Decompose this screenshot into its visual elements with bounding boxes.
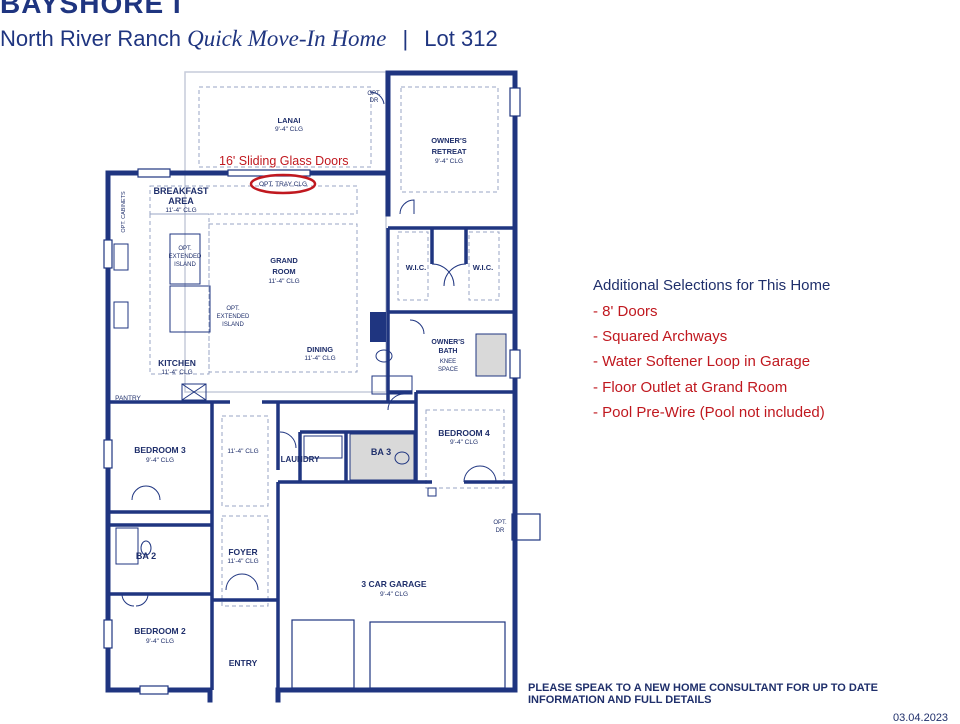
ba-3-label: BA 3 [371, 447, 391, 457]
opt-dr-right-1: OPT. [493, 520, 507, 526]
knee-space-label-1: KNEE [440, 359, 456, 365]
opt-island-2-c: ISLAND [222, 322, 244, 328]
opt-island-2-b: EXTENDED [217, 314, 250, 320]
bedroom-2-label: BEDROOM 2 [134, 626, 186, 636]
garage-ceiling: 9'-4" CLG [380, 591, 408, 598]
disclaimer-text: PLEASE SPEAK TO A NEW HOME CONSULTANT FO… [528, 682, 878, 706]
dashed-outlines [149, 86, 505, 607]
tray-ceiling-callout-ellipse [249, 173, 317, 195]
owners-retreat-label-2: RETREAT [432, 147, 467, 156]
lanai-ceiling: 9'-4" CLG [275, 126, 303, 133]
knee-space-label-2: SPACE [438, 367, 458, 373]
owners-bath-label-2: BATH [439, 348, 458, 355]
opt-island-2-a: OPT. [226, 306, 240, 312]
fixtures [113, 91, 497, 607]
selection-item: - Squared Archways [593, 328, 728, 346]
dining-label: DINING [307, 345, 333, 354]
dining-ceiling: 11'-4" CLG [304, 355, 335, 362]
subtitle-separator: | [402, 26, 409, 51]
sliding-doors-callout: 16' Sliding Glass Doors [219, 154, 349, 168]
room-labels: LANAI 9'-4" CLG OWNER'S RETREAT 9'-4" CL… [115, 116, 493, 668]
plan-notes: OPT. DR OPT. DR OPT. TRAY CLG OPT. CABIN… [121, 91, 507, 534]
grand-room-label-1: GRAND [270, 256, 298, 265]
mechanical-closet [370, 312, 386, 342]
plan-subtitle: North River Ranch Quick Move-In Home | L… [0, 26, 498, 52]
selection-item: - Pool Pre-Wire (Pool not included) [593, 403, 825, 421]
garage-doors [291, 513, 541, 689]
breakfast-ceiling: 11'-4" CLG [165, 207, 196, 214]
laundry-label: LAUNDRY [281, 455, 320, 464]
selection-item: - Water Softener Loop in Garage [593, 353, 811, 371]
plan-title: BAYSHORE I [0, 0, 182, 19]
ba-2-label: BA 2 [136, 551, 156, 561]
selection-item: - Floor Outlet at Grand Room [593, 378, 788, 396]
owners-retreat-label-1: OWNER'S [431, 136, 467, 145]
opt-island-1-a: OPT. [178, 246, 192, 252]
selections-heading: Additional Selections for This Home [593, 277, 831, 294]
breakfast-label-1: BREAKFAST [153, 186, 209, 196]
home-type: Quick Move-In Home [187, 26, 387, 51]
community-name: North River Ranch [0, 26, 181, 51]
opt-cabinets: OPT. CABINETS [121, 191, 127, 233]
bedroom-3-ceiling: 9'-4" CLG [146, 457, 174, 464]
owners-bath-label-1: OWNER'S [431, 339, 464, 346]
interior-walls [108, 226, 515, 690]
owners-retreat-ceiling: 9'-4" CLG [435, 158, 463, 165]
selections-list: - 8' Doors - Squared Archways - Water So… [593, 302, 825, 428]
footer-date: 03.04.2023 [893, 712, 949, 724]
hall-ceiling: 11'-4" CLG [227, 448, 258, 455]
wic-right-label: W.I.C. [473, 263, 493, 272]
bedroom-3-label: BEDROOM 3 [134, 445, 186, 455]
bedroom-4-ceiling: 9'-4" CLG [450, 439, 478, 446]
opt-island-1-c: ISLAND [174, 262, 196, 268]
grand-room-label-2: ROOM [272, 267, 295, 276]
opt-dr-top-1: OPT. [367, 91, 381, 97]
selection-item: - 8' Doors [593, 303, 658, 320]
pantry-label: PANTRY [115, 395, 141, 402]
foyer-label: FOYER [228, 547, 257, 557]
opt-dr-right-2: DR [496, 528, 505, 534]
garage-label: 3 CAR GARAGE [361, 579, 427, 589]
lanai-label: LANAI [278, 116, 301, 125]
windows [103, 87, 521, 695]
bedroom-4-label: BEDROOM 4 [438, 428, 490, 438]
entry-label: ENTRY [229, 658, 258, 668]
opt-tray-ceiling: OPT. TRAY CLG [259, 181, 307, 188]
kitchen-ceiling: 11'-4" CLG [161, 369, 192, 376]
lot-number: Lot 312 [424, 26, 498, 51]
opt-island-1-b: EXTENDED [169, 254, 202, 260]
grand-room-ceiling: 11'-4" CLG [268, 278, 299, 285]
wic-left-label: W.I.C. [406, 263, 426, 272]
breakfast-label-2: AREA [168, 196, 194, 206]
bedroom-2-ceiling: 9'-4" CLG [146, 638, 174, 645]
tile-areas [349, 333, 507, 481]
opt-dr-top-2: DR [370, 98, 379, 104]
foyer-ceiling: 11'-4" CLG [227, 558, 258, 565]
kitchen-label: KITCHEN [158, 358, 196, 368]
